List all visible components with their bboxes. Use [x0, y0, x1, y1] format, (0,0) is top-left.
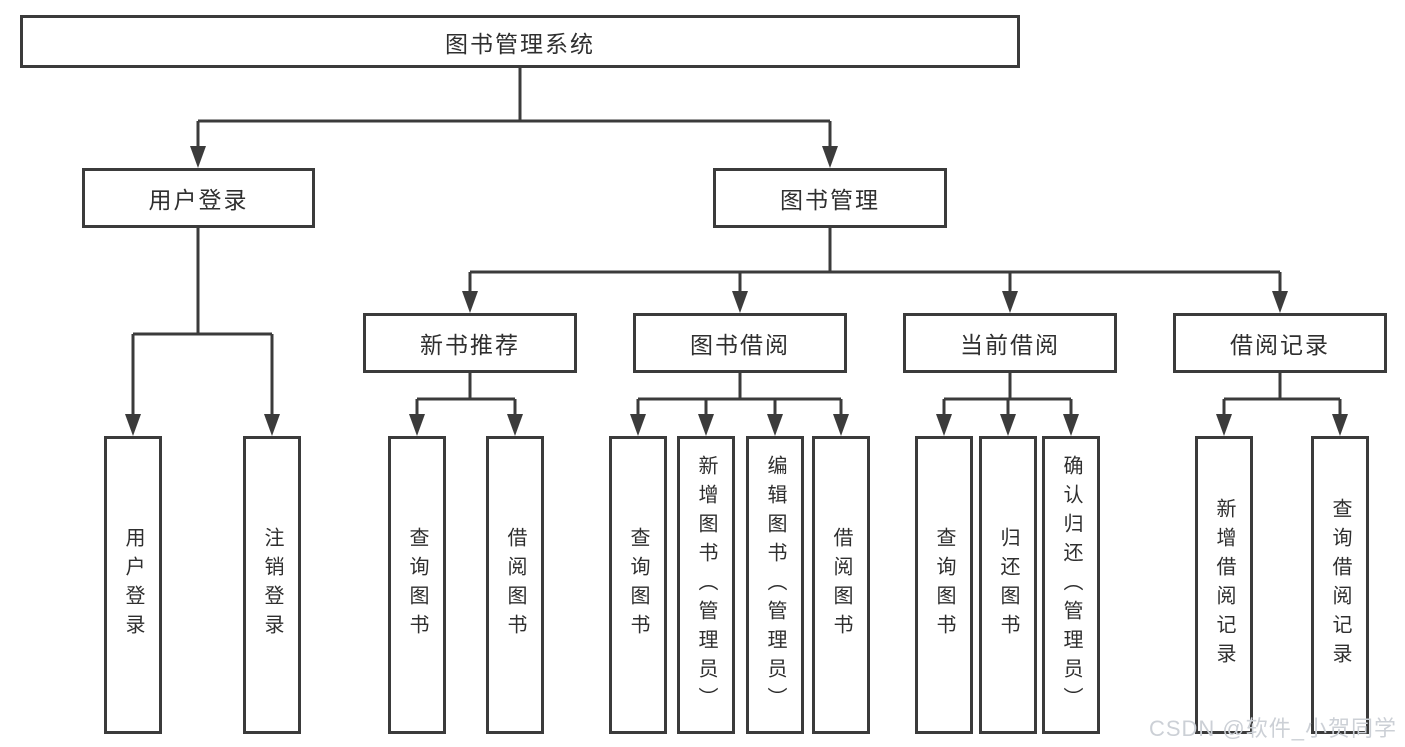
node-label: 注销登录 — [261, 527, 283, 643]
leaf-borrow-books-recommend: 借阅图书 — [486, 436, 544, 734]
node-label: 借阅图书 — [830, 527, 852, 643]
leaf-add-borrow-record: 新增借阅记录 — [1195, 436, 1253, 734]
node-label: 借阅记录 — [1230, 332, 1330, 358]
node-label: 查询借阅记录 — [1329, 498, 1351, 672]
node-book-management: 图书管理 — [713, 168, 947, 228]
node-label: 当前借阅 — [960, 332, 1060, 358]
node-library-system: 图书管理系统 — [20, 15, 1020, 68]
node-user-login: 用户登录 — [82, 168, 315, 228]
node-label: 图书管理 — [780, 187, 880, 213]
node-label: 查询图书 — [933, 527, 955, 643]
node-label: 借阅图书 — [504, 527, 526, 643]
node-label: 归还图书 — [997, 527, 1019, 643]
node-current-borrow: 当前借阅 — [903, 313, 1117, 373]
node-label: 图书借阅 — [690, 332, 790, 358]
leaf-user-login: 用户登录 — [104, 436, 162, 734]
node-label: 编辑图书（管理员） — [764, 454, 786, 716]
leaf-confirm-return-admin: 确认归还（管理员） — [1042, 436, 1100, 734]
node-label: 查询图书 — [627, 527, 649, 643]
leaf-query-books-borrow: 查询图书 — [609, 436, 667, 734]
leaf-query-books-recommend: 查询图书 — [388, 436, 446, 734]
node-label: 图书管理系统 — [445, 30, 595, 57]
node-borrow-records: 借阅记录 — [1173, 313, 1387, 373]
leaf-return-book: 归还图书 — [979, 436, 1037, 734]
leaf-query-borrow-record: 查询借阅记录 — [1311, 436, 1369, 734]
node-label: 新书推荐 — [420, 332, 520, 358]
node-label: 用户登录 — [122, 527, 144, 643]
node-label: 确认归还（管理员） — [1060, 454, 1082, 716]
leaf-add-book-admin: 新增图书（管理员） — [677, 436, 735, 734]
node-label: 查询图书 — [406, 527, 428, 643]
leaf-edit-book-admin: 编辑图书（管理员） — [746, 436, 804, 734]
node-book-borrow: 图书借阅 — [633, 313, 847, 373]
node-label: 用户登录 — [148, 187, 249, 213]
leaf-logout: 注销登录 — [243, 436, 301, 734]
watermark: CSDN @软件_小贺同学 — [1148, 716, 1397, 741]
node-new-book-recommend: 新书推荐 — [363, 313, 577, 373]
leaf-borrow-books: 借阅图书 — [812, 436, 870, 734]
node-label: 新增图书（管理员） — [695, 454, 717, 716]
node-label: 新增借阅记录 — [1213, 498, 1235, 672]
leaf-query-books-current: 查询图书 — [915, 436, 973, 734]
